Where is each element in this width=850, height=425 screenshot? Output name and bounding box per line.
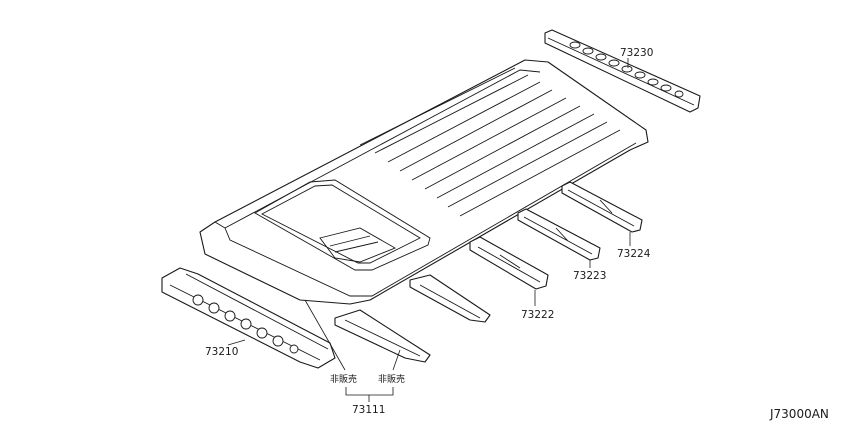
part-73230-rear-header: 73230 bbox=[544, 29, 701, 113]
note-not-for-sale-left: 非販売 bbox=[330, 373, 357, 385]
part-73210-front-header: 73210 bbox=[161, 267, 336, 369]
side-rail-left bbox=[334, 309, 431, 363]
diagram-code: J73000AN bbox=[769, 407, 829, 421]
roof-panel bbox=[199, 59, 649, 305]
note-not-for-sale-right: 非販売 bbox=[378, 373, 405, 385]
side-rail-right bbox=[409, 274, 491, 323]
label-73223: 73223 bbox=[573, 270, 606, 282]
label-73210: 73210 bbox=[205, 346, 238, 358]
label-73224: 73224 bbox=[617, 248, 651, 260]
header-holes bbox=[569, 41, 684, 98]
part-73224-roof-bow: 73224 bbox=[561, 181, 651, 260]
label-73230: 73230 bbox=[620, 47, 653, 59]
part-73222-roof-bow: 73222 bbox=[469, 236, 554, 321]
front-header-holes bbox=[192, 294, 299, 354]
label-73111: 73111 bbox=[352, 404, 385, 416]
label-73222: 73222 bbox=[521, 309, 554, 321]
part-73223-roof-bow: 73223 bbox=[517, 208, 606, 282]
sunroof-opening bbox=[254, 179, 431, 271]
roof-ribs bbox=[359, 67, 621, 217]
